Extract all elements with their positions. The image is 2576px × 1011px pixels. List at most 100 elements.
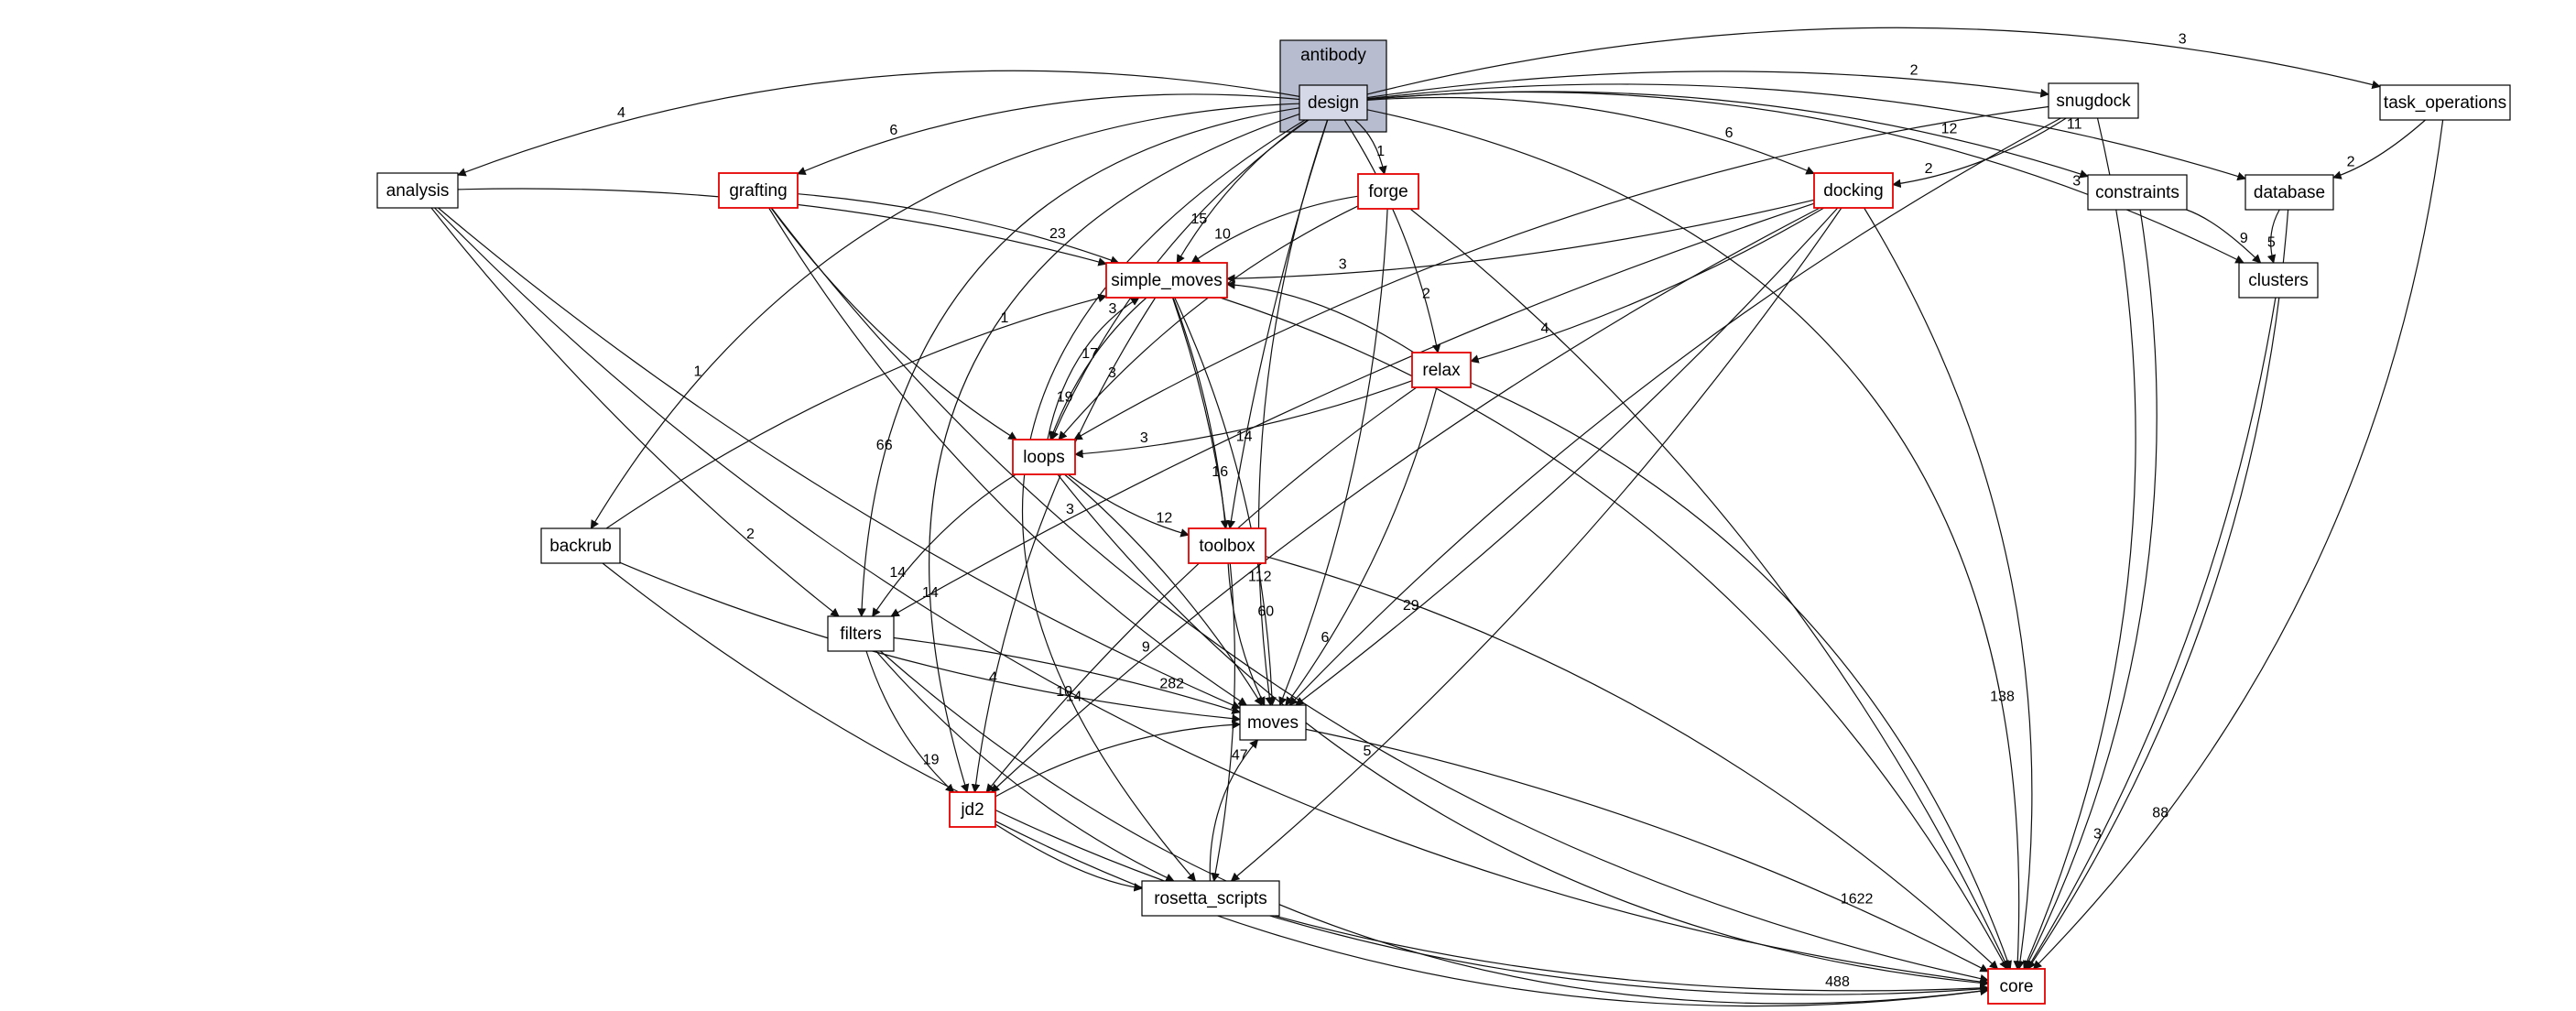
edge-label-grafting-simple_moves: 23 [1049,226,1066,242]
graph-edge-relax-jd2 [985,386,1418,793]
edge-label-clusters-core: 3 [2093,826,2102,842]
graph-edge-task_operations-core [2032,119,2444,970]
graph-node-docking[interactable]: docking [1813,172,1894,209]
graph-node-backrub[interactable]: backrub [540,527,621,564]
edge-label-design-simple_moves: 15 [1191,212,1208,227]
graph-edge-loops-moves [1064,473,1263,706]
graph-node-box-simple_moves [1105,262,1228,299]
graph-edge-simple_moves-rosetta_scripts [1171,297,1235,882]
graph-edge-relax-loops [1074,380,1413,459]
graph-edge-design-moves [1257,119,1329,706]
graph-node-grafting[interactable]: grafting [718,172,799,209]
graph-edge-jd2-rosetta_scripts [995,823,1143,892]
graph-edge-grafting-moves [768,207,1248,706]
graph-node-label-database: database [2254,183,2325,202]
graph-node-jd2[interactable]: jd2 [949,791,996,828]
graph-edge-relax-core [1470,382,2012,970]
graph-edge-filters-jd2 [865,650,955,793]
edge-label-constraints-clusters: 9 [2240,231,2248,246]
graph-edge-grafting-loops [770,207,1017,440]
graph-edge-snugdock-docking [1892,117,2067,189]
graph-edge-forge-moves [1278,208,1388,706]
graph-edge-design-jd2 [929,114,1300,793]
edge-label-design-jd2: 14 [922,585,939,601]
graph-node-task_operations[interactable]: task_operations [2379,84,2511,121]
graph-node-box-moves [1239,704,1307,741]
graph-edge-simple_moves-moves [1174,297,1277,706]
graph-edge-design-loops [1050,119,1310,440]
graph-edge-design-database [1366,83,2246,181]
edge-label-analysis-filters: 2 [746,527,755,542]
graph-node-label-backrub: backrub [549,537,612,556]
graph-node-box-constraints [2087,174,2188,211]
graph-node-label-constraints: constraints [2095,183,2179,202]
edge-label-moves-core: 1622 [1841,891,1874,907]
graph-node-core[interactable]: core [1987,968,2046,1005]
graph-node-box-rosetta_scripts [1141,880,1280,917]
graph-node-filters[interactable]: filters [827,615,895,652]
graph-node-box-toolbox [1188,527,1266,564]
graph-node-relax[interactable]: relax [1411,352,1472,388]
edge-label-loops-simple_moves: 3 [1108,301,1116,317]
edge-label-database-clusters: 5 [2267,235,2276,251]
graph-node-design[interactable]: design [1299,84,1368,121]
graph-node-loops[interactable]: loops [1012,439,1076,475]
graph-node-box-database [2244,174,2334,211]
cluster-antibody-label: antibody [1300,46,1366,65]
graph-edge-design-toolbox [1226,119,1329,529]
graph-node-clusters[interactable]: clusters [2238,262,2319,299]
graph-node-label-core: core [2000,977,2034,996]
graph-edge-design-snugdock [1366,71,2049,99]
graph-edge-loops-core [1057,473,1989,988]
graph-node-box-analysis [376,172,459,209]
graph-edge-toolbox-core [1265,556,1999,970]
edge-label-design-forge: 1 [1376,144,1385,159]
graph-node-box-clusters [2238,262,2319,299]
graph-edge-design-core [1366,109,2023,970]
graph-node-label-grafting: grafting [729,181,787,201]
graph-edge-moves-core [1305,728,1989,973]
graph-node-box-design [1299,84,1368,121]
graph-edge-snugdock-moves [1288,117,2061,706]
edge-label-design-analysis: 4 [617,105,625,121]
graph-edge-simple_moves-jd2 [971,297,1157,793]
graph-edge-docking-jd2 [990,207,1821,793]
graph-node-toolbox[interactable]: toolbox [1188,527,1266,564]
edge-label-design-snugdock: 2 [1910,63,1918,79]
graph-node-database[interactable]: database [2244,174,2334,211]
graph-edge-filters-moves [893,636,1241,714]
graph-node-analysis[interactable]: analysis [376,172,459,209]
edge-label-rosetta_scripts-core: 488 [1825,974,1850,990]
graph-edge-design-backrub [590,103,1300,529]
edge-label-design-toolbox: 14 [1236,429,1253,444]
graph-node-moves[interactable]: moves [1239,704,1307,741]
edge-label-snugdock-docking: 2 [1925,161,1933,177]
graph-edge-backrub-moves [619,561,1241,723]
graph-edge-jd2-moves [995,720,1241,798]
graph-edge-design-filters [857,107,1300,617]
graph-node-snugdock[interactable]: snugdock [2048,82,2139,119]
graph-node-label-relax: relax [1422,361,1461,380]
graph-edge-rosetta_scripts-core [1274,915,1989,993]
graph-node-constraints[interactable]: constraints [2087,174,2188,211]
graph-edge-docking-core [1864,207,2033,970]
graph-edge-database-core [2027,209,2289,970]
graph-node-label-docking: docking [1823,181,1884,201]
graph-node-label-jd2: jd2 [960,800,984,820]
graph-edge-grafting-simple_moves [797,193,1120,265]
edge-label-design-core: 138 [1990,689,2015,704]
edge-label-docking-simple_moves: 3 [1339,257,1347,273]
graph-node-forge[interactable]: forge [1357,173,1419,210]
graph-edge-rosetta_scripts-moves [1209,739,1259,882]
graph-node-simple_moves[interactable]: simple_moves [1105,262,1228,299]
graph-node-rosetta_scripts[interactable]: rosetta_scripts [1141,880,1280,917]
graph-edge-loops-filters [872,473,1016,617]
graph-edge-design-relax [1343,119,1441,353]
edge-label-simple_moves-jd2: 4 [989,669,997,685]
graph-edge-filters-rosetta_scripts [875,650,1175,882]
edge-label-rosetta_scripts-moves: 47 [1232,748,1248,764]
graph-edge-simple_moves-loops [1049,297,1147,440]
